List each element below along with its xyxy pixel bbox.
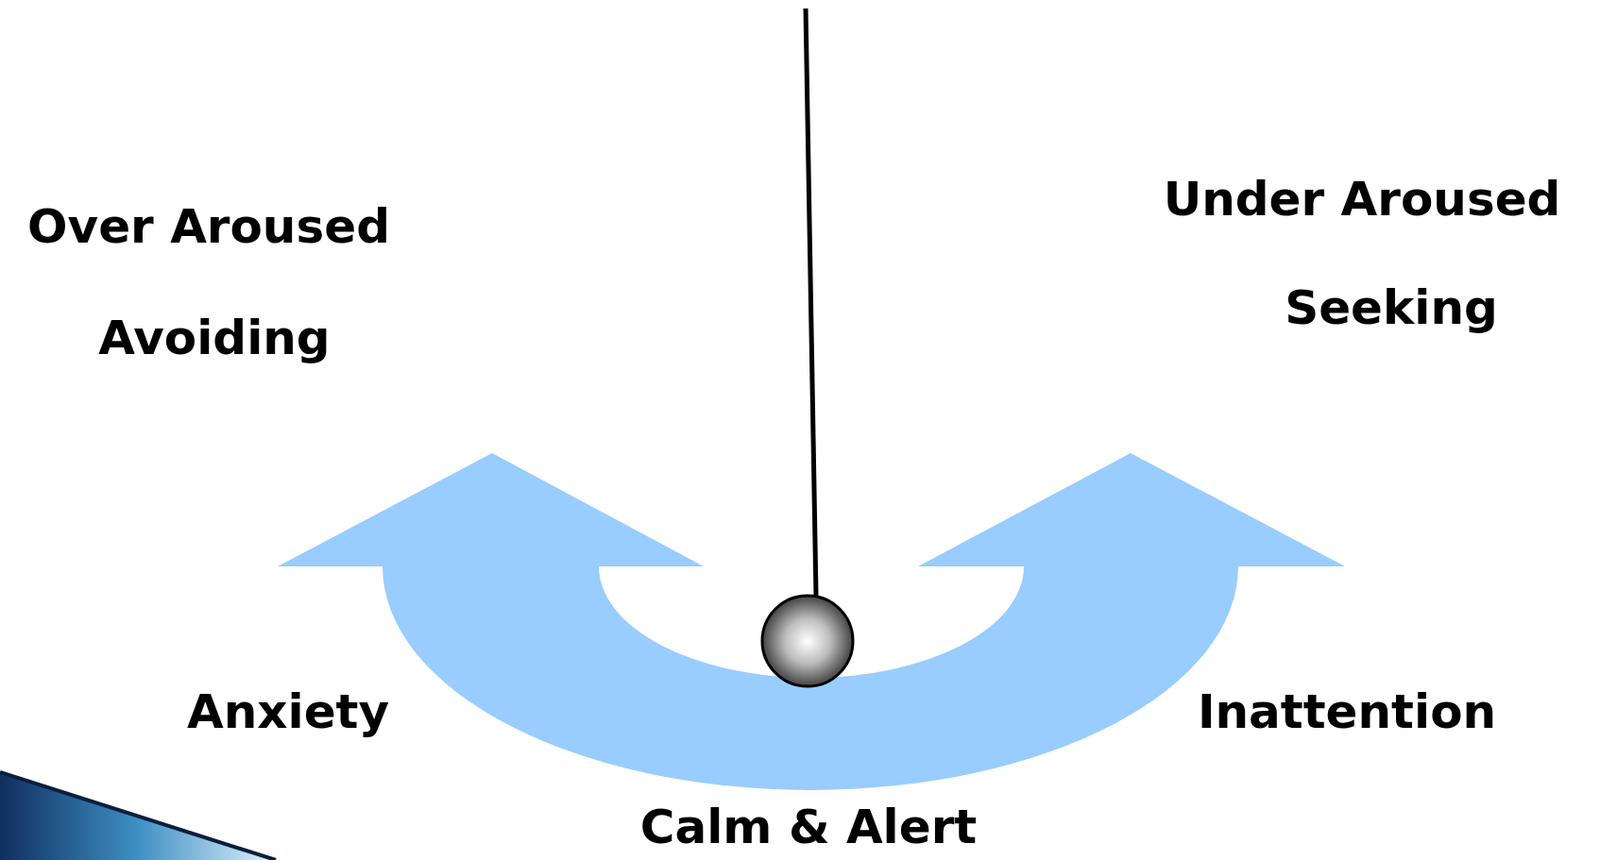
arc-band — [382, 566, 1239, 791]
corner-swoosh — [0, 772, 276, 860]
state-behaviour: Seeking — [1284, 282, 1498, 335]
corner-swoosh-edge — [0, 772, 276, 860]
state-symptom: Inattention — [1197, 686, 1497, 739]
state-heading: Over Aroused — [27, 201, 391, 254]
right-arrowhead — [918, 453, 1345, 567]
state-behaviour: Avoiding — [98, 312, 330, 365]
optimal-state: Calm & Alert — [640, 801, 977, 854]
pendulum-string — [805, 8, 817, 597]
pendulum-bob — [762, 595, 853, 687]
swing-arrow — [277, 453, 1345, 791]
left-arrowhead — [277, 453, 704, 567]
state-heading: Under Aroused — [1163, 173, 1562, 226]
state-symptom: Anxiety — [187, 686, 390, 739]
